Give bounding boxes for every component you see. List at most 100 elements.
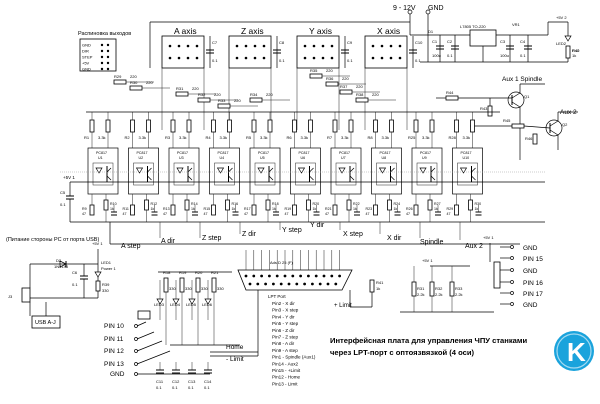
right-input-terminal — [510, 280, 514, 284]
db25-pin — [318, 282, 322, 286]
right-resistor — [411, 281, 417, 297]
opto-pulldown — [251, 204, 257, 216]
axis-pin — [303, 44, 307, 48]
series-resistor-value: 220 — [372, 92, 379, 97]
opto-led — [95, 167, 103, 174]
axis-pin — [398, 56, 402, 60]
opto-part: PC817 — [461, 151, 472, 155]
opto-output-resistor — [468, 199, 473, 211]
series-resistor — [325, 81, 339, 87]
opto-part: PC817 — [420, 151, 431, 155]
input-resistor-label: R19 — [179, 270, 187, 275]
opto-rp-value: 47 — [285, 212, 289, 216]
axis-label: A axis — [174, 26, 197, 36]
series-resistor-value: 220 — [192, 86, 199, 91]
axis-pin — [330, 44, 334, 48]
vr1-label: VR1 — [512, 22, 521, 27]
pinout-row-label: DIR — [82, 49, 89, 54]
db25-pin — [248, 282, 252, 286]
opto-ra-value: 1k — [394, 207, 398, 211]
axis-pin — [312, 56, 316, 60]
c1-value: 100u — [432, 53, 441, 58]
opto-designator: U2 — [139, 156, 144, 160]
opto-rp-value: 47 — [82, 212, 86, 216]
opto-input-resistor — [454, 119, 459, 133]
lpt-port-label: LPT Port — [268, 294, 286, 299]
series-resistor-label: R36 — [326, 76, 334, 81]
opto-r-value: 3.3k — [422, 135, 430, 140]
input-resistor-value: 330 — [169, 286, 176, 291]
series-resistor-value: 220 — [266, 92, 273, 97]
axis-connector-box — [161, 35, 205, 69]
c6-value: 0.1 — [72, 282, 78, 287]
opto-ra-value: 1k — [272, 207, 276, 211]
lpt-pinout-entry: Pin9 - A step — [272, 348, 298, 353]
axis-pin — [186, 56, 190, 60]
pinout-pin — [106, 43, 110, 47]
axis-label: Z axis — [241, 26, 264, 36]
opto-input-resistor-2 — [146, 119, 151, 133]
opto-part: PC817 — [137, 151, 148, 155]
opto-input-resistor-2 — [429, 119, 435, 133]
r45-label: R45 — [503, 118, 511, 123]
db25-pin — [256, 282, 260, 286]
pinout-pin — [100, 55, 104, 59]
pinout-pin — [106, 61, 110, 65]
r44-label: R44 — [446, 90, 454, 95]
opto-rp-label: R11 — [123, 207, 129, 211]
lpt-pinout-entry: Pin7 - Z step — [272, 335, 298, 340]
series-resistor-value: 220 — [356, 84, 363, 89]
opto-output-resistor — [387, 199, 392, 211]
opto-part: PC817 — [177, 151, 188, 155]
opto-r-label: R1 — [84, 135, 90, 140]
usb-power-section: (Питание стороны PC от порта USB) D2 1N4… — [6, 237, 116, 329]
db25-pin — [338, 274, 341, 278]
opto-pulldown — [332, 204, 338, 216]
right-resistor-value: 2.2k — [435, 292, 443, 297]
opto-pulldown — [170, 204, 176, 216]
opto-designator: U9 — [422, 156, 427, 160]
opto-pulldown — [292, 204, 297, 216]
input-gnd-label: GND — [110, 371, 125, 378]
series-resistor — [309, 73, 323, 79]
db25-pin — [307, 274, 310, 278]
opto-rp-label: R21 — [325, 207, 332, 211]
opto-r-label: R2 — [125, 135, 131, 140]
opto-part: PC817 — [258, 151, 269, 155]
signal-x-step: X step — [343, 231, 363, 238]
input-cap-value: 0.1 — [188, 385, 194, 390]
axis-cap-label: C7 — [212, 40, 218, 45]
axis-cap-value: 0.1 — [212, 58, 218, 63]
opto-r-value: 3.3k — [260, 135, 268, 140]
input-led-label: LED4 — [170, 302, 181, 307]
opto-rp-label: R13 — [163, 207, 170, 211]
axis-pin — [253, 56, 257, 60]
right-resistor — [449, 281, 455, 297]
series-resistor — [355, 97, 369, 103]
db25-pin — [311, 282, 314, 286]
opto-input-resistor — [211, 119, 216, 133]
opto-led — [378, 167, 387, 174]
supply-voltage-label: 9 - 12V — [393, 5, 416, 12]
pinout-pin — [100, 61, 104, 65]
led2-symbol — [564, 35, 572, 42]
axis-label: Y axis — [309, 26, 332, 36]
pinout-pin — [100, 49, 104, 53]
series-resistor-label: R38 — [356, 92, 364, 97]
axis-connector-box — [364, 35, 408, 69]
opto-rp-label: R15 — [204, 207, 211, 211]
c6-label: C6 — [72, 270, 78, 275]
opto-pulldown — [89, 204, 95, 216]
series-resistor — [113, 79, 127, 85]
signal-z-dir: Z dir — [242, 231, 257, 238]
led1-label: LED1 — [101, 260, 112, 265]
opto-ra-label: R20 — [313, 202, 320, 206]
opto-ra-value: 1k — [313, 207, 317, 211]
db25-pin — [279, 282, 283, 286]
series-resistor — [197, 97, 211, 103]
db25-pin — [244, 274, 248, 278]
opto-ra-value: 1k — [475, 207, 479, 211]
d2-label: D2 — [56, 258, 62, 263]
